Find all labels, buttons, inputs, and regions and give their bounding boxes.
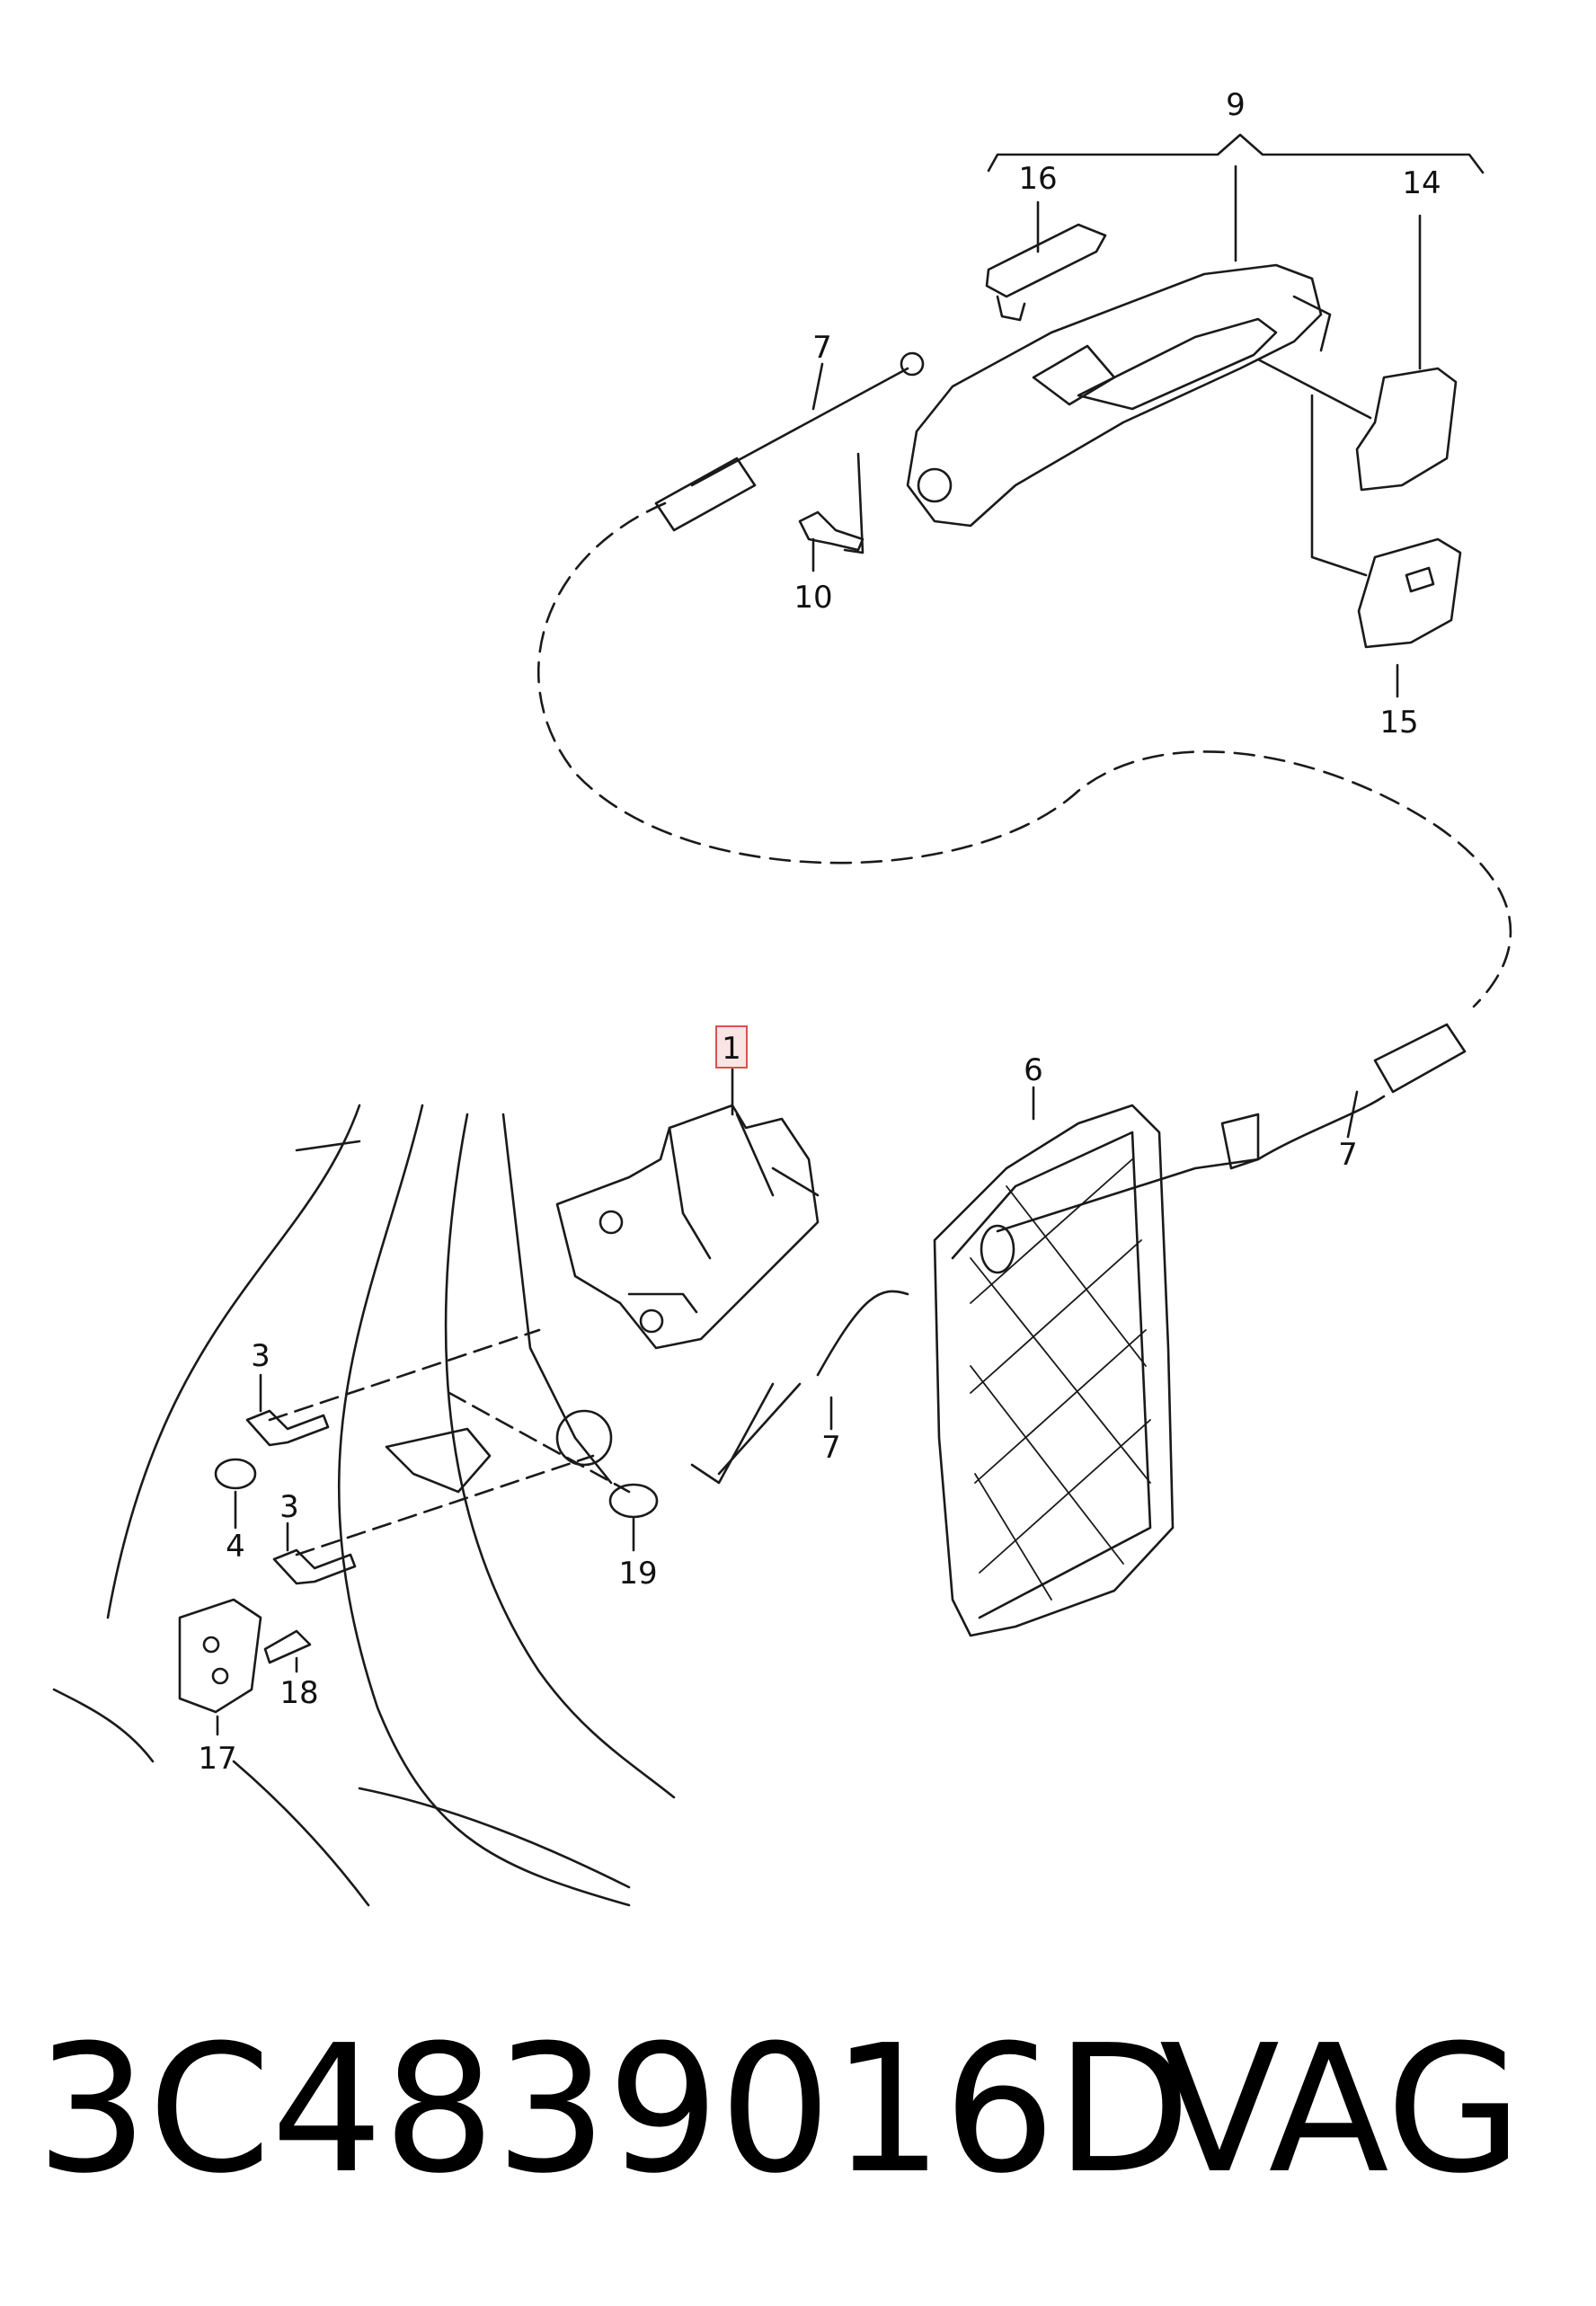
callout-18: 18 [279,1675,318,1711]
callout-15: 15 [1379,705,1418,741]
callout-9: 9 [1226,87,1246,123]
handle-link-line [1310,394,1368,577]
cable-part-7-mid [816,1290,909,1377]
striker-plate-part-17 [178,1598,262,1714]
callout-7-top: 7 [812,330,832,366]
door-handle [906,263,1332,528]
brand-label: VAG [1159,2008,1523,2213]
bolt-part-3b [272,1548,357,1585]
cable-part-7-right [1256,1095,1386,1161]
callout-3b: 3 [279,1489,299,1525]
bolt-axis-3a [268,1328,541,1422]
bolt-axis-19 [448,1391,631,1494]
callout-7-right: 7 [1338,1137,1358,1173]
highlight-box-1 [715,1025,748,1069]
callout-16: 16 [1018,161,1057,197]
callout-4: 4 [226,1529,245,1565]
cable-route-dashed [536,501,1512,1008]
callout-19: 19 [618,1556,657,1592]
leader-7-top [811,362,824,411]
screw-part-18 [263,1629,312,1664]
door-lock-part-1 [555,1104,820,1350]
door-body-outline [52,1104,676,1907]
inner-panel-part-6 [933,1104,1260,1637]
end-cover-part-15 [1357,537,1462,649]
grommet-part-19 [608,1483,659,1519]
bolt-bracket-10 [843,452,864,554]
handle-cap-part-16 [985,223,1107,322]
striker-recess [385,1427,492,1494]
cable-part-7-top [690,367,909,487]
callout-7-mid: 7 [821,1430,841,1466]
end-cover-part-14 [1355,367,1458,492]
part-number-label: 3C4839016D [36,2008,1192,2213]
callout-1: 1 [722,1031,741,1067]
group-bracket-9 [987,133,1485,174]
callout-3a: 3 [251,1338,270,1374]
handle-link-line-2 [1256,358,1372,420]
cable-sleeve-right [1373,1023,1467,1094]
callout-17: 17 [198,1741,236,1777]
cable-sleeve-top [654,457,757,532]
bolt-axis-3b [295,1454,595,1557]
callout-6: 6 [1024,1052,1043,1088]
callout-14: 14 [1402,165,1441,201]
cap-part-4 [214,1458,257,1490]
callout-10: 10 [794,580,832,616]
bolt-part-10 [798,510,864,552]
bolt-part-3a [245,1409,330,1447]
